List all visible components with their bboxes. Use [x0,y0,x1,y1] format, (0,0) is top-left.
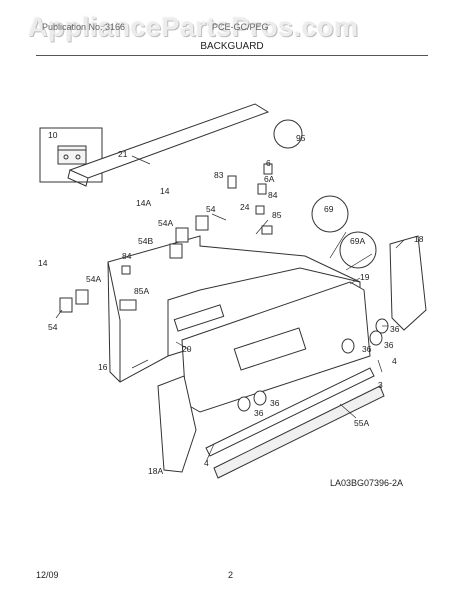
part-18a-end-cap [157,375,197,473]
callout-19: 19 [360,272,370,282]
callout-circle-69 [311,195,349,233]
part-10-clip [57,145,87,165]
callout-36-b: 36 [384,340,394,350]
knob-36-3 [341,338,355,354]
callout-circle-69a [339,231,377,269]
callout-85: 85 [272,210,282,220]
part-85a [119,299,137,311]
callout-54a-upper: 54A [158,218,174,228]
callout-3: 3 [378,380,383,390]
part-54b-bracket [169,243,183,259]
part-83 [227,175,237,189]
callout-84-lower: 84 [122,251,132,261]
knob-36-2 [369,330,383,346]
footer-date: 12/09 [36,570,59,580]
callout-54-top: 54 [206,204,216,214]
header-model: PCE-GC/PEG [212,22,269,32]
part-54-bracket [195,215,209,231]
callout-54-left: 54 [48,322,58,332]
part-18-end-cap [389,235,427,331]
callout-21: 21 [118,149,128,159]
part-3-trim-rod [205,367,375,457]
callout-69: 69 [324,204,334,214]
callout-18: 18 [414,234,424,244]
knob-36-4 [237,396,251,412]
callout-4-right: 4 [392,356,397,366]
callout-55a: 55A [354,418,370,428]
callout-69a: 69A [350,236,366,246]
callout-85a: 85A [134,286,150,296]
callout-84-upper: 84 [268,190,278,200]
callout-18a: 18A [148,466,164,476]
callout-4-lower: 4 [204,458,209,468]
callout-36-a: 36 [390,324,400,334]
callout-24: 24 [240,202,250,212]
part-21-top-trim [68,103,270,179]
callout-14-left: 14 [38,258,48,268]
header-publication: Publication No. 3166 [42,22,126,32]
callout-circle-95 [273,119,303,149]
display-window [173,304,225,332]
part-55a-trim [213,385,385,479]
control-display [233,327,307,371]
part-54a-left [75,289,89,305]
part-85 [261,225,273,235]
diagram-reference-code: LA03BG07396-2A [330,478,404,488]
callout-16: 16 [98,362,108,372]
header-rule [36,55,428,56]
callout-6a: 6A [264,174,275,184]
callout-54a-lower: 54A [86,274,102,284]
callout-20: 20 [182,344,192,354]
callout-6: 6 [266,158,271,168]
part-54a-bracket [175,227,189,243]
callout-36-c: 36 [362,344,372,354]
watermark: AppliancePartsPros.com [28,12,359,42]
part-84-a [255,205,265,215]
callout-10: 10 [48,130,58,140]
part-84-b [121,265,131,275]
part-54-left [59,297,73,313]
callout-95: 95 [296,133,306,143]
footer-page-number: 2 [228,570,234,580]
part-6a [257,183,267,195]
callout-14: 14 [160,186,170,196]
callout-36-e: 36 [254,408,264,418]
callout-14a: 14A [136,198,152,208]
callout-36-d: 36 [270,398,280,408]
page-title: BACKGUARD [200,41,264,52]
part-6 [263,163,273,175]
knob-36-5 [253,390,267,406]
callout-83: 83 [214,170,224,180]
callout-54b: 54B [138,236,154,246]
